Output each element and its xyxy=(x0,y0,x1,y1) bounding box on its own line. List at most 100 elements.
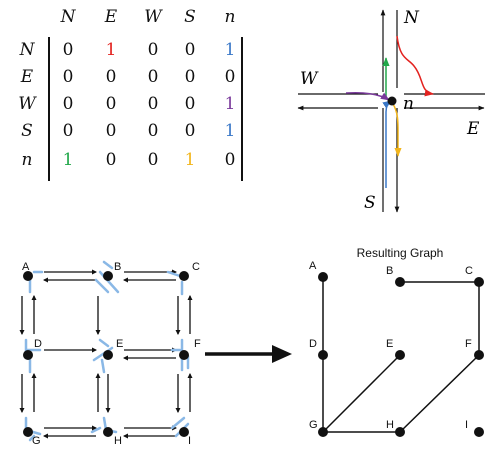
matrix-cell: 0 xyxy=(185,67,196,87)
matrix-cell: 1 xyxy=(225,121,236,141)
grid-node-label: A xyxy=(22,261,30,273)
grid-node-e xyxy=(103,350,113,360)
resulting-graph-title: Resulting Graph xyxy=(357,246,444,260)
result-node-label: H xyxy=(386,419,394,431)
result-node-b xyxy=(395,277,405,287)
result-node-label: F xyxy=(465,338,472,350)
matrix-col-header: n xyxy=(225,7,236,27)
grid-nodes: A B C D E F G H I xyxy=(22,261,201,447)
result-node-label: E xyxy=(386,338,393,350)
matrix-cell: 0 xyxy=(185,121,196,141)
matrix-cell: 0 xyxy=(148,67,159,87)
grid-node-f xyxy=(179,350,189,360)
matrix-cell: 0 xyxy=(106,121,117,141)
arrow-head xyxy=(272,345,292,363)
grid-node-label: B xyxy=(114,261,121,273)
matrix-cell: 1 xyxy=(185,150,196,170)
result-node-e xyxy=(395,350,405,360)
grid-node-label: E xyxy=(116,338,123,350)
matrix-row-header: W xyxy=(18,94,37,114)
label-north: N xyxy=(403,8,420,28)
grid-node-label: C xyxy=(192,261,200,273)
matrix-cell: 0 xyxy=(185,40,196,60)
matrix-col-header: N xyxy=(60,7,77,27)
matrix-cell: 0 xyxy=(185,94,196,114)
result-node-i xyxy=(474,427,484,437)
result-node-label: I xyxy=(465,419,468,431)
matrix-row-header: E xyxy=(20,67,34,87)
edge-g-e xyxy=(322,354,401,433)
grid-node-g xyxy=(23,427,33,437)
turn-d xyxy=(24,338,42,374)
grid-node-label: D xyxy=(34,338,42,350)
matrix-cell: 1 xyxy=(225,40,236,60)
result-node-label: C xyxy=(465,265,473,277)
grid-node-b xyxy=(103,271,113,281)
grid-node-a xyxy=(23,271,33,281)
turn-e xyxy=(92,338,114,374)
matrix-cell: 0 xyxy=(63,40,74,60)
matrix-cells: 0 1 0 0 1 0 0 0 0 0 0 0 0 0 1 0 0 0 0 1 1 0 0 1 0 xyxy=(63,40,236,170)
result-node-label: G xyxy=(309,419,318,431)
grid-node-d xyxy=(23,350,33,360)
matrix-col-header: E xyxy=(104,7,118,27)
matrix-col-header: S xyxy=(184,7,196,27)
grid-node-h xyxy=(103,427,113,437)
matrix-row-header: n xyxy=(22,150,33,170)
grid-node-c xyxy=(179,271,189,281)
matrix-cell: 0 xyxy=(148,94,159,114)
grid-node-i xyxy=(179,427,189,437)
matrix-cell: 0 xyxy=(225,150,236,170)
result-node-label: D xyxy=(309,338,317,350)
intersection-diagram: N W E S n xyxy=(297,8,485,213)
result-node-h xyxy=(395,427,405,437)
grid-node-label: F xyxy=(194,338,201,350)
label-south: S xyxy=(364,193,376,213)
matrix-cell: 0 xyxy=(63,121,74,141)
result-node-d xyxy=(318,350,328,360)
turn-b xyxy=(94,260,120,294)
result-edges xyxy=(322,277,480,433)
matrix-cell: 0 xyxy=(106,150,117,170)
matrix-cell: 0 xyxy=(63,67,74,87)
label-east: E xyxy=(466,119,480,139)
result-node-a xyxy=(318,272,328,282)
matrix-row-header: S xyxy=(21,121,33,141)
matrix-cell: 1 xyxy=(63,150,74,170)
label-west: W xyxy=(300,69,319,89)
matrix-cell: 0 xyxy=(63,94,74,114)
matrix-cell: 1 xyxy=(225,94,236,114)
intersection-node xyxy=(387,96,397,106)
matrix-cell: 0 xyxy=(148,121,159,141)
result-node-f xyxy=(474,350,484,360)
transform-arrow xyxy=(205,345,292,363)
result-node-label: A xyxy=(309,260,317,272)
result-node-label: B xyxy=(386,265,393,277)
matrix-row-header: N xyxy=(19,40,36,60)
matrix-cell: 1 xyxy=(106,40,117,60)
movement-node-to-south xyxy=(392,103,402,157)
matrix-cell: 0 xyxy=(148,40,159,60)
movement-south-to-node xyxy=(382,100,392,188)
matrix-cell: 0 xyxy=(106,67,117,87)
result-nodes: A B C D E F G H I xyxy=(309,260,484,437)
edge-h-f xyxy=(399,354,480,433)
grid-node-label: G xyxy=(32,435,41,447)
matrix-cell: 0 xyxy=(148,150,159,170)
resulting-graph: Resulting Graph A B C D E F G H I xyxy=(309,246,484,437)
turn-c xyxy=(166,270,184,296)
matrix-cell: 0 xyxy=(225,67,236,87)
grid-node-label: H xyxy=(114,435,122,447)
result-node-g xyxy=(318,427,328,437)
matrix-col-header: W xyxy=(144,7,163,27)
movement-west-to-node xyxy=(345,91,390,101)
grid-road-graph: A B C D E F G H I xyxy=(19,260,201,447)
movement-north-to-east xyxy=(396,35,434,97)
matrix-cell: 0 xyxy=(106,94,117,114)
label-node: n xyxy=(403,94,414,114)
grid-node-label: I xyxy=(188,435,191,447)
